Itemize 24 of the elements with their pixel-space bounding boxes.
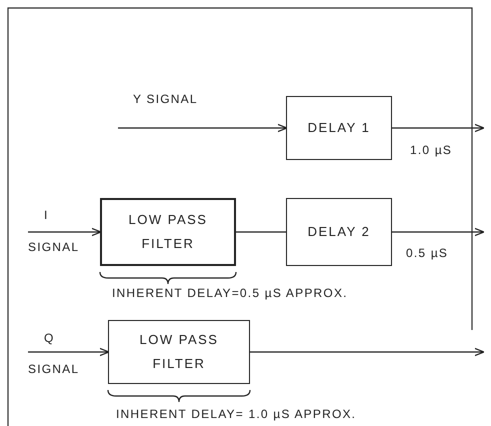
block-box (100, 198, 236, 266)
signal-line (392, 228, 484, 236)
signal-line (28, 348, 110, 356)
block-label: DELAY 1 (308, 119, 370, 137)
signal-line (118, 124, 288, 132)
delay-value: 0.5 µS (406, 246, 448, 260)
delay-note: INHERENT DELAY=0.5 µS APPROX. (112, 286, 348, 300)
delay-value: 1.0 µS (410, 143, 452, 157)
signal-line (250, 348, 484, 356)
signal-name: Q (44, 331, 55, 345)
block-label: LOW PASS FILTER (138, 331, 220, 373)
signal-line (28, 228, 102, 236)
block-box (286, 96, 392, 160)
block-label: LOW PASS FILTER (128, 211, 208, 253)
delay-note: INHERENT DELAY= 1.0 µS APPROX. (116, 407, 356, 421)
block-box (286, 198, 392, 266)
signal-line (392, 124, 484, 132)
signal-name: SIGNAL (28, 240, 80, 254)
signal-name: I (44, 208, 49, 222)
signal-line (236, 231, 286, 233)
signal-name: SIGNAL (28, 362, 80, 376)
signal-name: Y SIGNAL (133, 92, 198, 106)
block-label: DELAY 2 (308, 223, 370, 241)
block-box (108, 320, 250, 384)
